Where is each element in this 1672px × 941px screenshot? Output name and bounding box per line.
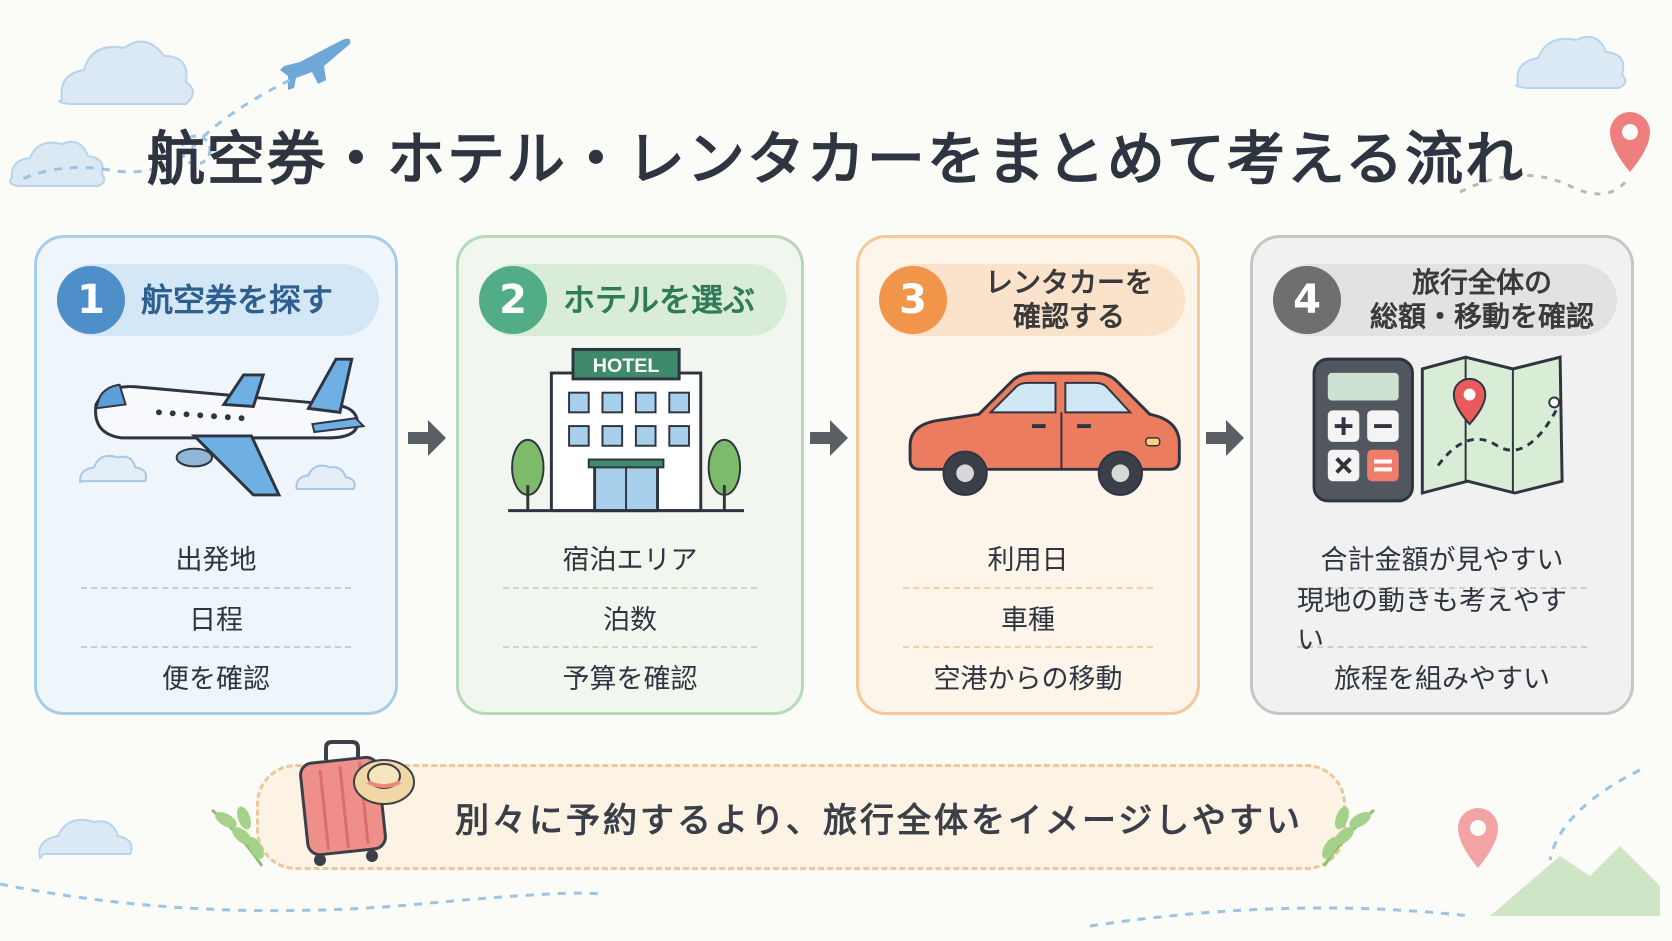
map-pin-icon — [1610, 112, 1650, 172]
list-item: 宿泊エリア — [562, 545, 698, 576]
airplane-icon — [79, 357, 366, 497]
step-card-1: 1 航空券を探す 出発地 日程 便を確認 — [34, 235, 398, 715]
step-number: 3 — [879, 266, 947, 334]
list-item: 便を確認 — [81, 646, 351, 705]
step-header: 3 レンタカーを 確認する — [879, 264, 1185, 336]
step-title: 旅行全体の 総額・移動を確認 — [1369, 266, 1594, 333]
banner-text: 別々に予約するより、旅行全体をイメージしやすい — [455, 800, 1303, 841]
suitcase-icon — [299, 740, 415, 866]
cloud-icon — [58, 40, 194, 105]
leaf-icon — [211, 806, 264, 867]
list-item: 泊数 — [503, 587, 757, 646]
cloud-icon — [38, 818, 133, 860]
step-items: 宿泊エリア 泊数 予算を確認 — [503, 528, 757, 705]
list-item: 空港からの移動 — [903, 646, 1153, 705]
step-items: 利用日 車種 空港からの移動 — [903, 528, 1153, 705]
map-pin-icon — [1458, 808, 1498, 868]
step-header: 1 航空券を探す — [57, 264, 379, 336]
list-item: 利用日 — [987, 545, 1069, 576]
step-title: ホテルを選ぶ — [563, 280, 756, 319]
step-number: 4 — [1273, 266, 1341, 334]
step-number: 1 — [57, 266, 125, 334]
page-title: 航空券・ホテル・レンタカーをまとめて考える流れ — [146, 125, 1526, 193]
step-card-4: 4 旅行全体の 総額・移動を確認 合計金額が見やすい 現地の動きも考えやすい 旅… — [1250, 235, 1634, 715]
hotel-sign: HOTEL — [593, 355, 660, 377]
step-number: 2 — [479, 266, 547, 334]
car-icon — [908, 371, 1181, 496]
step-items: 合計金額が見やすい 現地の動きも考えやすい 旅程を組みやすい — [1297, 528, 1587, 705]
step-items: 出発地 日程 便を確認 — [81, 528, 351, 705]
summary-banner: 別々に予約するより、旅行全体をイメージしやすい — [256, 764, 1346, 870]
list-item: 合計金額が見やすい — [1320, 545, 1564, 576]
list-item: 現地の動きも考えやすい — [1297, 586, 1587, 656]
calculator-map-icon — [1312, 355, 1564, 503]
hotel-icon: HOTEL — [508, 347, 744, 513]
arrow-right-icon — [1206, 420, 1244, 456]
airplane-icon — [280, 38, 351, 90]
arrow-right-icon — [810, 420, 848, 456]
list-item: 予算を確認 — [503, 646, 757, 705]
step-card-2: 2 ホテルを選ぶ HOTEL 宿泊エリア 泊数 予算を確認 — [456, 235, 804, 715]
step-title: 航空券を探す — [141, 280, 334, 319]
step-header: 2 ホテルを選ぶ — [479, 264, 787, 336]
list-item: 旅程を組みやすい — [1297, 646, 1587, 705]
list-item: 車種 — [903, 587, 1153, 646]
cloud-icon — [1515, 36, 1627, 89]
step-title: レンタカーを 確認する — [984, 266, 1153, 333]
mountain-icon — [1490, 846, 1660, 916]
arrow-right-icon — [408, 420, 446, 456]
leaf-icon — [1322, 806, 1375, 867]
list-item: 日程 — [81, 587, 351, 646]
step-header: 4 旅行全体の 総額・移動を確認 — [1273, 264, 1617, 336]
step-card-3: 3 レンタカーを 確認する 利用日 車種 空港からの移動 — [856, 235, 1200, 715]
cloud-icon — [9, 140, 106, 187]
list-item: 出発地 — [175, 545, 257, 576]
